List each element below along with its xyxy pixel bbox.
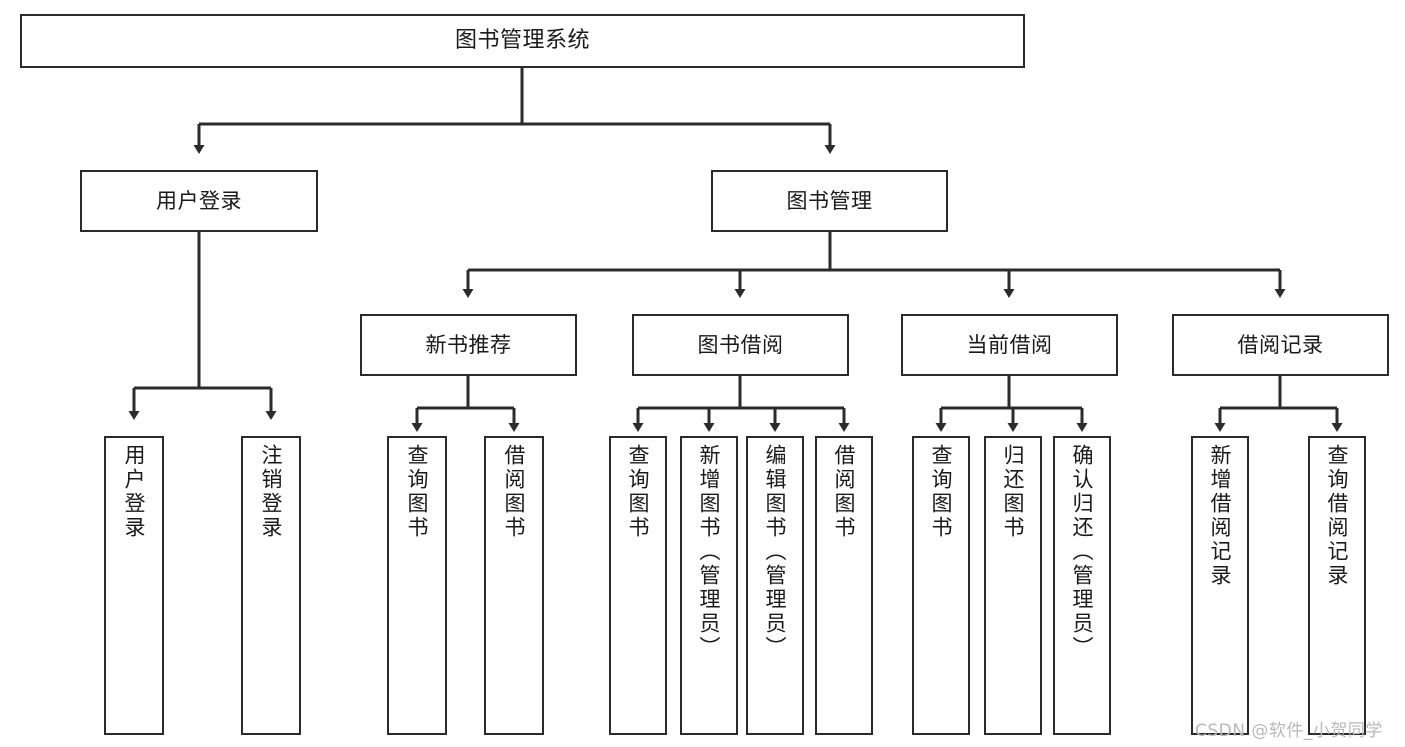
node-leaf-query-book-borrow-label: 查询图书 [626, 444, 651, 540]
node-book-borrow[interactable]: 图书借阅 [632, 314, 849, 376]
node-book-manage-label: 图书管理 [786, 188, 873, 213]
csdn-watermark: CSDN @软件_小贺同学 [1195, 721, 1383, 741]
node-leaf-borrow-book-rec[interactable]: 借阅图书 [484, 436, 544, 735]
node-leaf-return-book[interactable]: 归还图书 [984, 436, 1042, 735]
node-leaf-borrow-book[interactable]: 借阅图书 [815, 436, 873, 735]
node-leaf-confirm-return-label: 确认归还（管理员） [1070, 444, 1095, 660]
node-leaf-add-book[interactable]: 新增图书（管理员） [680, 436, 738, 735]
node-leaf-borrow-book-rec-label: 借阅图书 [502, 444, 527, 540]
node-leaf-user-login-label: 用户登录 [122, 444, 147, 540]
node-leaf-confirm-return[interactable]: 确认归还（管理员） [1053, 436, 1111, 735]
node-book-manage[interactable]: 图书管理 [711, 170, 948, 232]
node-leaf-user-login[interactable]: 用户登录 [104, 436, 164, 735]
node-leaf-add-record-label: 新增借阅记录 [1208, 444, 1233, 588]
node-leaf-edit-book-label: 编辑图书（管理员） [763, 444, 788, 660]
node-new-book-rec-label: 新书推荐 [425, 332, 512, 357]
node-book-borrow-label: 图书借阅 [697, 332, 784, 357]
node-current-borrow[interactable]: 当前借阅 [901, 314, 1118, 376]
node-leaf-query-book-rec-label: 查询图书 [405, 444, 430, 540]
node-leaf-borrow-book-label: 借阅图书 [832, 444, 857, 540]
node-root-label: 图书管理系统 [454, 28, 590, 54]
node-leaf-query-book-borrow[interactable]: 查询图书 [609, 436, 667, 735]
node-leaf-user-logout-label: 注销登录 [259, 444, 284, 540]
node-new-book-rec[interactable]: 新书推荐 [360, 314, 577, 376]
node-leaf-query-book-cur[interactable]: 查询图书 [912, 436, 970, 735]
node-user-login[interactable]: 用户登录 [80, 170, 318, 232]
node-root[interactable]: 图书管理系统 [20, 14, 1025, 68]
node-leaf-query-book-rec[interactable]: 查询图书 [387, 436, 447, 735]
node-leaf-query-record[interactable]: 查询借阅记录 [1308, 436, 1366, 735]
node-current-borrow-label: 当前借阅 [966, 332, 1053, 357]
node-leaf-query-book-cur-label: 查询图书 [929, 444, 954, 540]
node-leaf-query-record-label: 查询借阅记录 [1325, 444, 1350, 588]
node-leaf-edit-book[interactable]: 编辑图书（管理员） [746, 436, 804, 735]
node-borrow-record[interactable]: 借阅记录 [1172, 314, 1389, 376]
node-borrow-record-label: 借阅记录 [1237, 332, 1324, 357]
node-leaf-add-book-label: 新增图书（管理员） [697, 444, 722, 660]
node-user-login-label: 用户登录 [156, 188, 242, 213]
node-leaf-add-record[interactable]: 新增借阅记录 [1191, 436, 1249, 735]
node-leaf-user-logout[interactable]: 注销登录 [241, 436, 301, 735]
node-leaf-return-book-label: 归还图书 [1001, 444, 1026, 540]
